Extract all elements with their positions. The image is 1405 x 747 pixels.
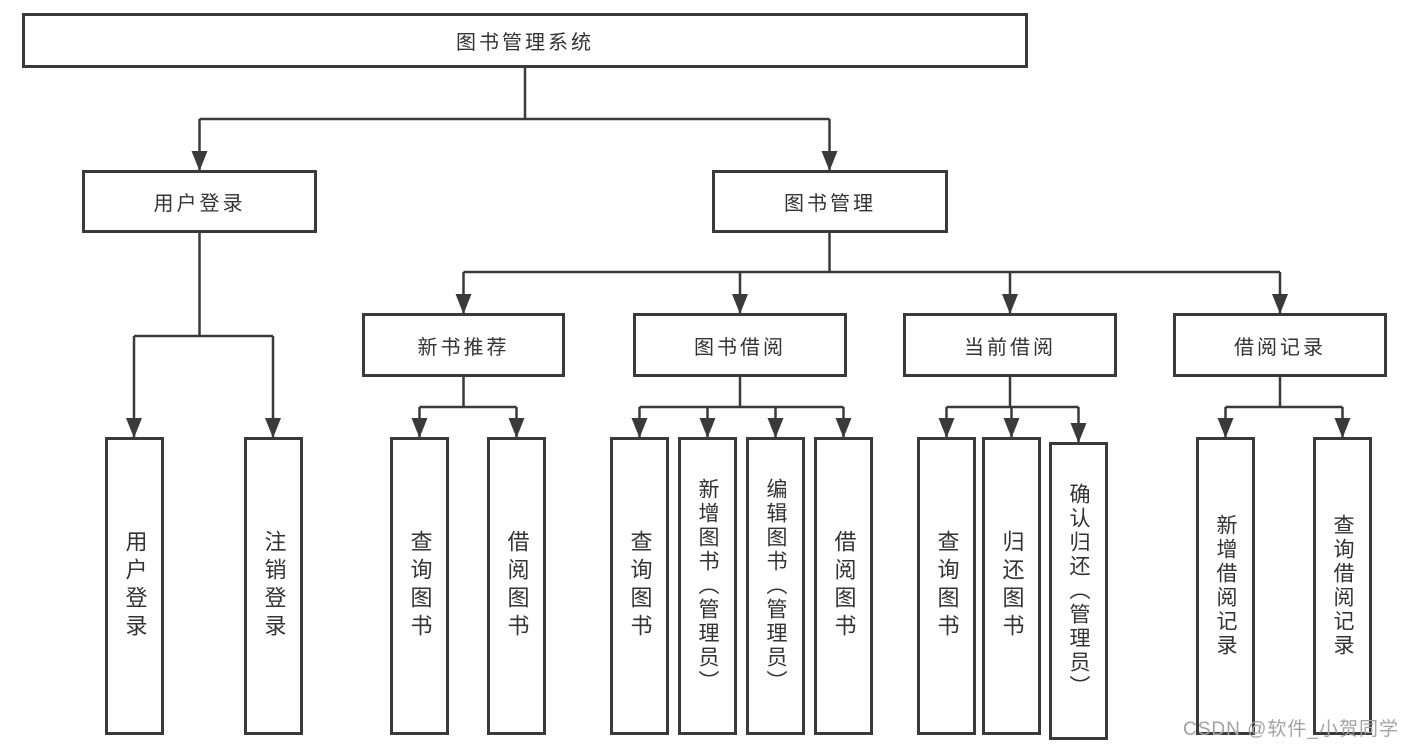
leaf-query-borrow-record: 查询借阅记录 (1313, 437, 1372, 735)
node-new-book-recommend: 新书推荐 (362, 313, 565, 377)
leaf-add-borrow-record: 新增借阅记录 (1196, 437, 1255, 735)
leaf-edit-book-admin: 编辑图书（管理员） (746, 437, 805, 735)
node-user-login-branch: 用户登录 (82, 170, 317, 233)
leaf-query-books-3: 查询图书 (917, 437, 976, 735)
node-root-library-system: 图书管理系统 (22, 13, 1028, 68)
leaf-return-books: 归还图书 (982, 437, 1041, 735)
csdn-watermark: CSDN @软件_小贺同学 (1183, 719, 1399, 740)
leaf-add-book-admin: 新增图书（管理员） (678, 437, 737, 735)
node-book-management-branch: 图书管理 (712, 170, 948, 233)
leaf-confirm-return-admin: 确认归还（管理员） (1049, 442, 1108, 740)
leaf-user-login: 用户登录 (105, 437, 164, 735)
node-book-borrow: 图书借阅 (633, 313, 847, 377)
leaf-query-books-2: 查询图书 (610, 437, 669, 735)
leaf-borrow-books-1: 借阅图书 (487, 437, 546, 735)
leaf-query-books-1: 查询图书 (390, 437, 449, 735)
leaf-logout: 注销登录 (244, 437, 303, 735)
node-borrow-records: 借阅记录 (1173, 313, 1387, 377)
node-current-borrow: 当前借阅 (903, 313, 1117, 377)
leaf-borrow-books-2: 借阅图书 (814, 437, 873, 735)
